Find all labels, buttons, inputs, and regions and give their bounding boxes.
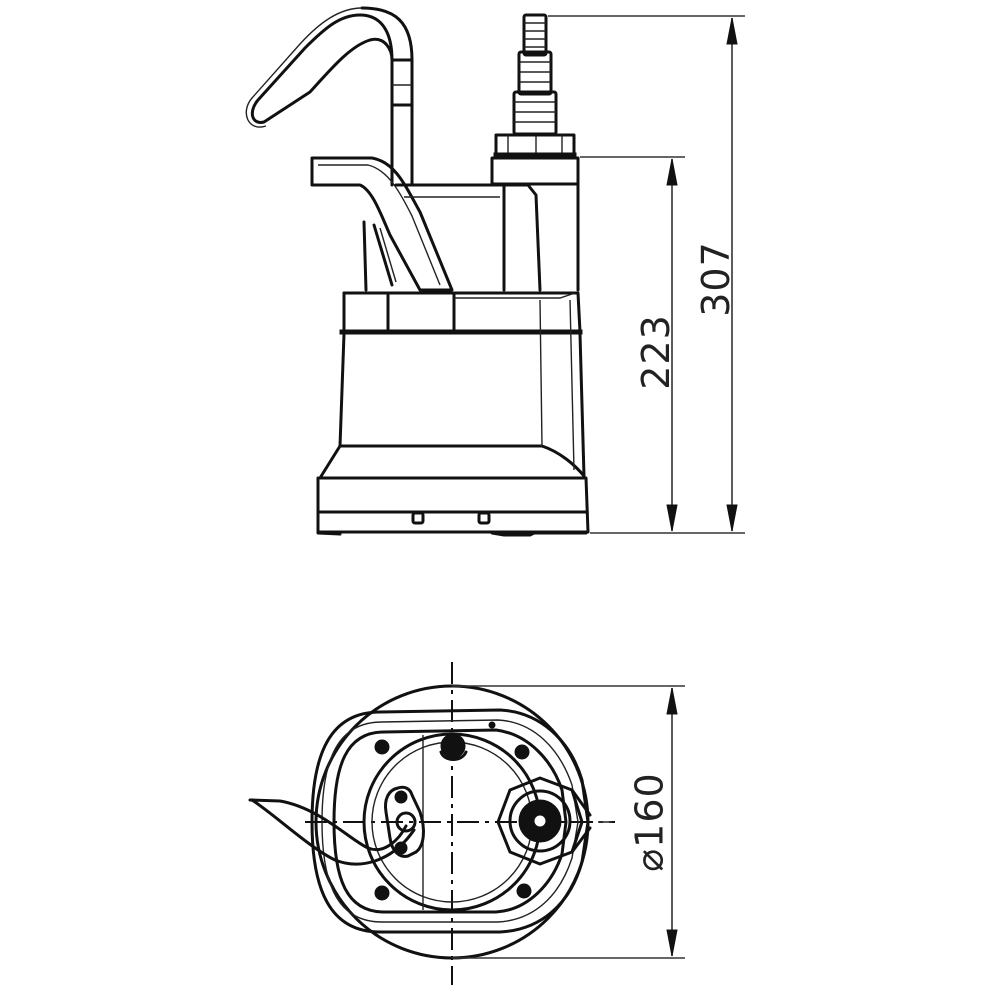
dimension-lines-bottom — [452, 685, 685, 959]
power-cable — [245, 6, 414, 187]
bottom-view — [248, 662, 615, 985]
dimension-label-body-height: 223 — [633, 314, 678, 390]
upper-housing — [394, 182, 580, 292]
bolts — [374, 721, 532, 901]
float-knob — [439, 733, 468, 761]
middle-band — [339, 291, 583, 335]
side-view — [245, 6, 590, 537]
handle — [310, 156, 454, 292]
outlet-nut — [496, 776, 592, 866]
base — [316, 444, 590, 537]
dimension-lines-side — [548, 15, 745, 534]
hose-connector — [490, 13, 580, 186]
dimension-label-diameter: ⌀160 — [627, 772, 672, 872]
bottom-cable — [248, 798, 416, 866]
lower-body — [338, 299, 586, 478]
cable-gland — [384, 785, 425, 858]
dimension-label-total-height: 307 — [693, 241, 738, 317]
